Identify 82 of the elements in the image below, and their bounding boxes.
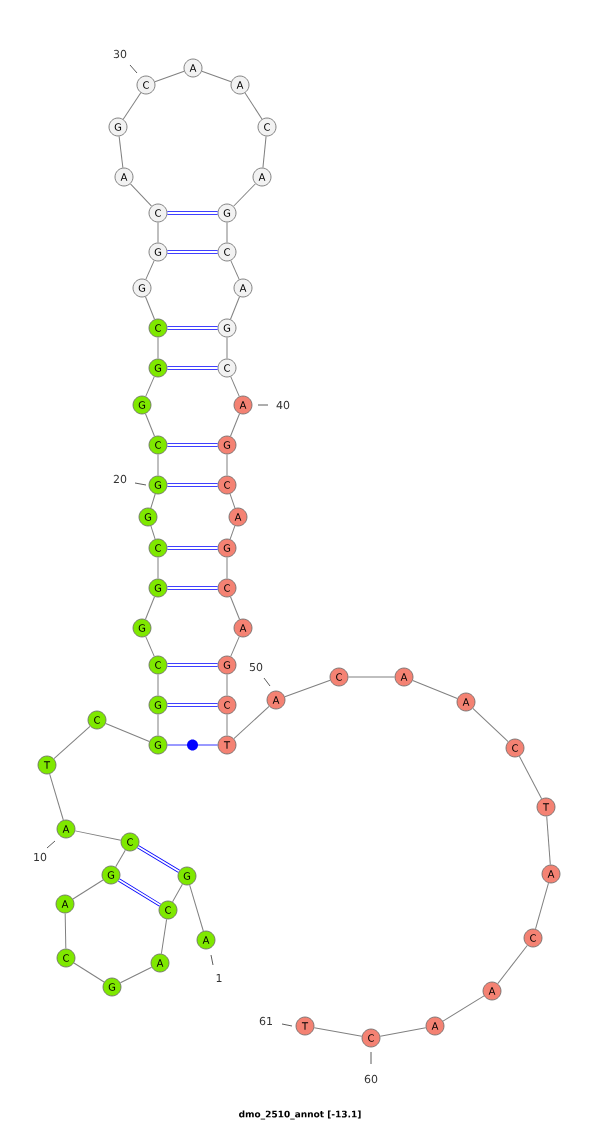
backbone-line bbox=[230, 260, 240, 280]
backbone-line bbox=[230, 296, 240, 320]
backbone-line bbox=[472, 707, 509, 743]
backbone-line bbox=[53, 725, 91, 760]
backbone-line bbox=[201, 70, 232, 83]
backbone-line bbox=[230, 636, 240, 657]
backbone-line bbox=[145, 636, 155, 657]
base-pair-line bbox=[166, 546, 219, 550]
backbone-line bbox=[535, 882, 549, 930]
backbone-line bbox=[64, 912, 67, 950]
base-pair-line bbox=[166, 326, 219, 330]
backbone-line bbox=[226, 221, 228, 244]
backbone-line bbox=[154, 70, 185, 83]
base-pair-line bbox=[166, 663, 219, 667]
backbone-line bbox=[145, 413, 155, 437]
base-pair-line bbox=[166, 443, 219, 447]
backbone-line bbox=[157, 336, 159, 360]
position-number: 40 bbox=[276, 400, 290, 410]
backbone-line bbox=[157, 673, 159, 697]
backbone-line bbox=[145, 596, 155, 620]
backbone-line bbox=[226, 673, 228, 697]
backbone-line bbox=[129, 183, 153, 207]
position-number: 1 bbox=[216, 974, 222, 982]
backbone-line bbox=[230, 413, 240, 437]
backbone-line bbox=[497, 944, 528, 985]
backbone-line bbox=[226, 453, 228, 477]
backbone-line bbox=[244, 92, 263, 120]
backbone-line bbox=[145, 260, 155, 280]
backbone-line bbox=[518, 755, 543, 800]
backbone-line bbox=[73, 962, 105, 983]
backbone-line bbox=[229, 493, 236, 509]
base-pair-line bbox=[166, 703, 219, 707]
backbone-line bbox=[157, 713, 159, 737]
backbone-line bbox=[172, 883, 183, 903]
backbone-line bbox=[546, 815, 551, 866]
position-number: 20 bbox=[113, 474, 127, 484]
backbone-line bbox=[347, 676, 396, 678]
backbone-line bbox=[189, 884, 204, 932]
position-number: 61 bbox=[259, 1016, 272, 1026]
backbone-line bbox=[233, 705, 270, 740]
backbone-line bbox=[233, 183, 256, 207]
backbone-line bbox=[412, 680, 458, 699]
backbone-line bbox=[230, 376, 240, 397]
backbone-line bbox=[379, 1027, 427, 1037]
backbone-line bbox=[72, 879, 104, 900]
base-pair-line bbox=[166, 366, 219, 370]
backbone-line bbox=[160, 918, 168, 955]
caption: dmo_2510_annot [-13.1] bbox=[239, 1110, 361, 1120]
backbone-line bbox=[74, 830, 122, 841]
backbone-line bbox=[230, 596, 240, 620]
position-number: 10 bbox=[34, 852, 47, 862]
base-pair-line bbox=[166, 483, 219, 487]
backbone-line bbox=[226, 713, 228, 737]
backbone-line bbox=[226, 556, 228, 580]
base-pair-line bbox=[137, 845, 180, 873]
backbone-line bbox=[229, 525, 236, 540]
base-pair-line bbox=[166, 250, 219, 254]
backbone-line bbox=[122, 92, 142, 120]
backbone-line bbox=[157, 556, 159, 580]
position-number: 50 bbox=[249, 662, 263, 672]
backbone-line bbox=[226, 336, 228, 360]
backbone-line bbox=[119, 966, 153, 984]
backbone-line bbox=[105, 723, 150, 742]
backbone-line bbox=[115, 849, 126, 868]
base-pair-line bbox=[166, 586, 219, 590]
backbone-line bbox=[49, 773, 64, 821]
backbone-line bbox=[150, 525, 156, 540]
backbone-line bbox=[284, 679, 331, 698]
backbone-line bbox=[157, 453, 159, 477]
backbone-line bbox=[118, 135, 124, 169]
backbone-line bbox=[442, 995, 485, 1022]
base-pair-line bbox=[167, 744, 218, 746]
position-number: 30 bbox=[113, 49, 127, 59]
base-pair-line bbox=[118, 878, 161, 907]
backbone-line bbox=[145, 376, 155, 397]
base-pair-line bbox=[166, 211, 219, 215]
backbone-line bbox=[262, 135, 267, 169]
backbone-line bbox=[313, 1027, 363, 1037]
backbone-line bbox=[157, 221, 159, 244]
backbone-line bbox=[150, 493, 156, 509]
backbone-line bbox=[145, 296, 155, 320]
position-number: 60 bbox=[364, 1074, 378, 1084]
